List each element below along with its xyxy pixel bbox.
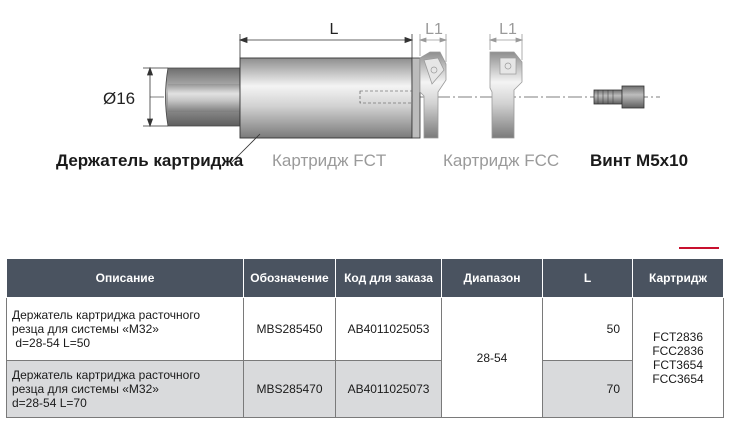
cartridge-cell: FCT2836 FCC2836 FCT3654 FCC3654 <box>632 297 724 418</box>
holder-body <box>239 57 413 139</box>
holder-label: Держатель картриджа <box>56 151 244 170</box>
header-l: L <box>542 258 633 298</box>
holder-shank <box>165 67 247 127</box>
holder-front-face <box>411 57 421 139</box>
accent-mark <box>679 247 719 249</box>
dimension-l1-fcc <box>488 34 524 60</box>
fcc-cartridge <box>489 51 523 139</box>
fcc-label: Картридж FCC <box>443 151 559 170</box>
header-designation: Обозначение <box>243 258 336 298</box>
designation-cell: MBS285450 <box>243 297 336 361</box>
header-cartridge: Картридж <box>632 258 724 298</box>
table-row: Держатель картриджа расточного резца для… <box>6 297 724 418</box>
spec-table: Описание Обозначение Код для заказа Диап… <box>6 258 724 418</box>
dimension-l <box>238 34 414 58</box>
description-cell: Держатель картриджа расточного резца для… <box>6 297 244 361</box>
dimension-diameter <box>143 66 168 128</box>
screw-thread-hint <box>359 90 413 104</box>
description-line: d=28-54 L=70 <box>12 396 87 410</box>
holder-leader-line <box>231 133 261 163</box>
description-line: резца для системы «M32» <box>12 382 159 396</box>
header-description: Описание <box>6 258 244 298</box>
dim-l1-fcc-label: L1 <box>499 21 517 38</box>
l-cell: 50 <box>542 297 633 361</box>
screw-label: Винт M5x10 <box>590 151 688 170</box>
l-cell: 70 <box>542 360 633 418</box>
table-row: Держатель картриджа расточного резца для… <box>6 360 724 418</box>
header-range: Диапазон <box>441 258 543 298</box>
designation-cell: MBS285470 <box>243 360 336 418</box>
dimension-l1-fct <box>418 34 448 62</box>
cartridge-item: FCT2836 <box>652 329 704 344</box>
order-code-cell: AB4011025053 <box>335 297 442 361</box>
diameter-label: Ø16 <box>103 89 135 108</box>
dim-l1-fct-label: L1 <box>425 21 443 38</box>
description-cell: Держатель картриджа расточного резца для… <box>6 360 244 418</box>
description-line: резца для системы «M32» <box>12 322 159 336</box>
description-line: Держатель картриджа расточного <box>12 368 201 382</box>
technical-drawing: L L1 L1 Ø16 Держатель картриджа Картридж… <box>56 21 688 170</box>
description-line: d=28-54 L=50 <box>12 336 91 350</box>
header-order-code: Код для заказа <box>335 258 442 298</box>
fct-cartridge <box>419 51 447 139</box>
range-cell: 28-54 <box>441 297 543 418</box>
dim-l-label: L <box>330 21 339 38</box>
cartridge-item: FCC2836 <box>652 343 704 358</box>
fct-label: Картридж FCT <box>272 151 386 170</box>
cartridge-item: FCC3654 <box>652 371 704 386</box>
description-line: Держатель картриджа расточного <box>12 308 201 322</box>
header-row: Описание Обозначение Код для заказа Диап… <box>6 258 724 298</box>
order-code-cell: AB4011025073 <box>335 360 442 418</box>
screw-m5x10 <box>593 85 645 109</box>
cartridge-item: FCT3654 <box>652 357 704 372</box>
